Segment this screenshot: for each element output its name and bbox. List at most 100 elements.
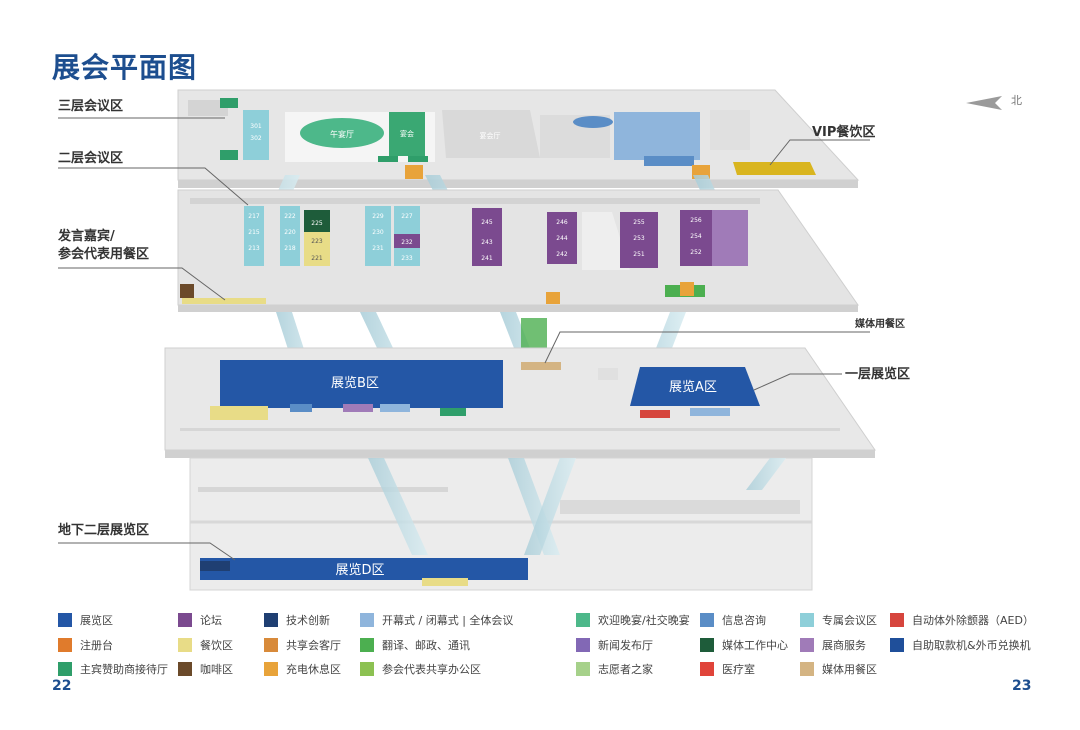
legend-item: 志愿者之家 xyxy=(576,661,653,677)
legend-swatch xyxy=(700,662,714,676)
label-media-dining: 媒体用餐区 xyxy=(855,319,905,330)
legend-item: 共享会客厅 xyxy=(264,637,341,653)
legend-swatch xyxy=(576,662,590,676)
room-246: 246 xyxy=(556,219,568,226)
room-255: 255 xyxy=(633,219,645,226)
hall-b xyxy=(220,360,503,408)
label-speaker-dining-2: 参会代表用餐区 xyxy=(58,247,150,262)
legend-swatch xyxy=(58,638,72,652)
room-218: 218 xyxy=(284,245,296,252)
legend-label: 开幕式 / 闭幕式 | 全体会议 xyxy=(382,614,514,627)
legend-item: 主宾赞助商接待厅 xyxy=(58,661,168,677)
legend-item: 技术创新 xyxy=(264,612,330,628)
page-title: 展会平面图 xyxy=(52,51,198,84)
legend-swatch xyxy=(700,613,714,627)
legend-label: 论坛 xyxy=(200,614,222,627)
level-2-floor: 217 215 213 222 220 218 225 223 221 229 … xyxy=(177,189,859,312)
l3-luncheon-label: 午宴厅 xyxy=(330,129,354,139)
leader-lines xyxy=(58,117,870,561)
legend-label: 欢迎晚宴/社交晚宴 xyxy=(598,614,690,627)
legend-item: 自助取款机&外币兑换机 xyxy=(890,637,1031,653)
legend-label: 志愿者之家 xyxy=(598,663,653,676)
legend-swatch xyxy=(700,638,714,652)
room-301: 301 xyxy=(250,123,262,130)
l3-grand-hall-label: 宴会厅 xyxy=(480,131,501,140)
room-241: 241 xyxy=(481,255,493,262)
media-dining-area xyxy=(521,362,561,370)
legend-item: 自动体外除颤器（AED） xyxy=(890,612,1034,628)
legend-swatch xyxy=(58,613,72,627)
legend-swatch xyxy=(800,638,814,652)
legend-item: 咖啡区 xyxy=(178,661,233,677)
legend-swatch xyxy=(800,662,814,676)
l2-rooms-217 xyxy=(244,206,264,266)
room-242: 242 xyxy=(556,251,568,258)
label-level-3: 三层会议区 xyxy=(58,99,124,114)
l3-banquet-label: 宴会 xyxy=(400,129,414,138)
l2-media-center xyxy=(304,210,330,232)
label-speaker-dining-1: 发言嘉宾/ xyxy=(58,229,115,244)
legend-label: 参会代表共享办公区 xyxy=(382,663,481,676)
legend-label: 咖啡区 xyxy=(200,663,233,676)
north-arrow-icon xyxy=(966,96,1002,110)
legend-swatch xyxy=(58,662,72,676)
l3-sponsor-room xyxy=(220,98,238,108)
legend-swatch xyxy=(178,613,192,627)
room-302: 302 xyxy=(250,135,262,142)
l3-plenary-rooms xyxy=(614,112,700,160)
legend-swatch xyxy=(576,638,590,652)
legend-item: 专属会议区 xyxy=(800,612,877,628)
hall-a xyxy=(630,367,760,406)
room-217: 217 xyxy=(248,213,260,220)
room-245: 245 xyxy=(481,219,493,226)
room-223: 223 xyxy=(311,238,323,245)
level-3-floor: 301 302 午宴厅 宴会 宴会厅 xyxy=(177,89,860,188)
legend-swatch xyxy=(264,613,278,627)
legend-item: 翻译、邮政、通讯 xyxy=(360,637,470,653)
legend-item: 展览区 xyxy=(58,612,113,628)
legend-item: 媒体用餐区 xyxy=(800,661,877,677)
l1-dining-area xyxy=(210,406,268,420)
hall-d xyxy=(200,558,528,580)
label-level-2: 二层会议区 xyxy=(58,151,124,166)
legend-item: 新闻发布厅 xyxy=(576,637,653,653)
level-1-floor: 展览B区 展览A区 xyxy=(164,347,876,458)
hall-d-label: 展览D区 xyxy=(335,562,384,578)
legend-swatch xyxy=(178,662,192,676)
l3-vip-rooms xyxy=(243,110,269,160)
vip-dining-area xyxy=(733,162,816,175)
l3-luncheon-hall xyxy=(300,118,384,148)
legend-swatch xyxy=(360,662,374,676)
room-251: 251 xyxy=(633,251,645,258)
room-243: 243 xyxy=(481,239,493,246)
room-232: 232 xyxy=(401,239,413,246)
room-231: 231 xyxy=(372,245,384,252)
l3-grand-hall xyxy=(442,110,540,158)
room-215: 215 xyxy=(248,229,260,236)
legend-swatch xyxy=(890,638,904,652)
legend-label: 技术创新 xyxy=(286,614,330,627)
hall-a-label: 展览A区 xyxy=(669,379,717,395)
room-230: 230 xyxy=(372,229,384,236)
legend-item: 欢迎晚宴/社交晚宴 xyxy=(576,612,690,628)
page-number-left: 22 xyxy=(52,678,72,694)
legend-label: 共享会客厅 xyxy=(286,639,341,652)
l3-banquet-room xyxy=(389,112,425,156)
room-252: 252 xyxy=(690,249,702,256)
room-253: 253 xyxy=(633,235,645,242)
speaker-dining-area xyxy=(182,298,266,304)
room-229: 229 xyxy=(372,213,384,220)
legend-item: 论坛 xyxy=(178,612,222,628)
legend-label: 医疗室 xyxy=(722,663,755,676)
room-222: 222 xyxy=(284,213,296,220)
legend-swatch xyxy=(264,638,278,652)
legend-item: 信息咨询 xyxy=(700,612,766,628)
legend-item: 媒体工作中心 xyxy=(700,637,788,653)
room-233: 233 xyxy=(401,255,413,262)
room-220: 220 xyxy=(284,229,296,236)
room-254: 254 xyxy=(690,233,702,240)
legend-swatch xyxy=(800,613,814,627)
legend-swatch xyxy=(264,662,278,676)
legend-item: 参会代表共享办公区 xyxy=(360,661,481,677)
